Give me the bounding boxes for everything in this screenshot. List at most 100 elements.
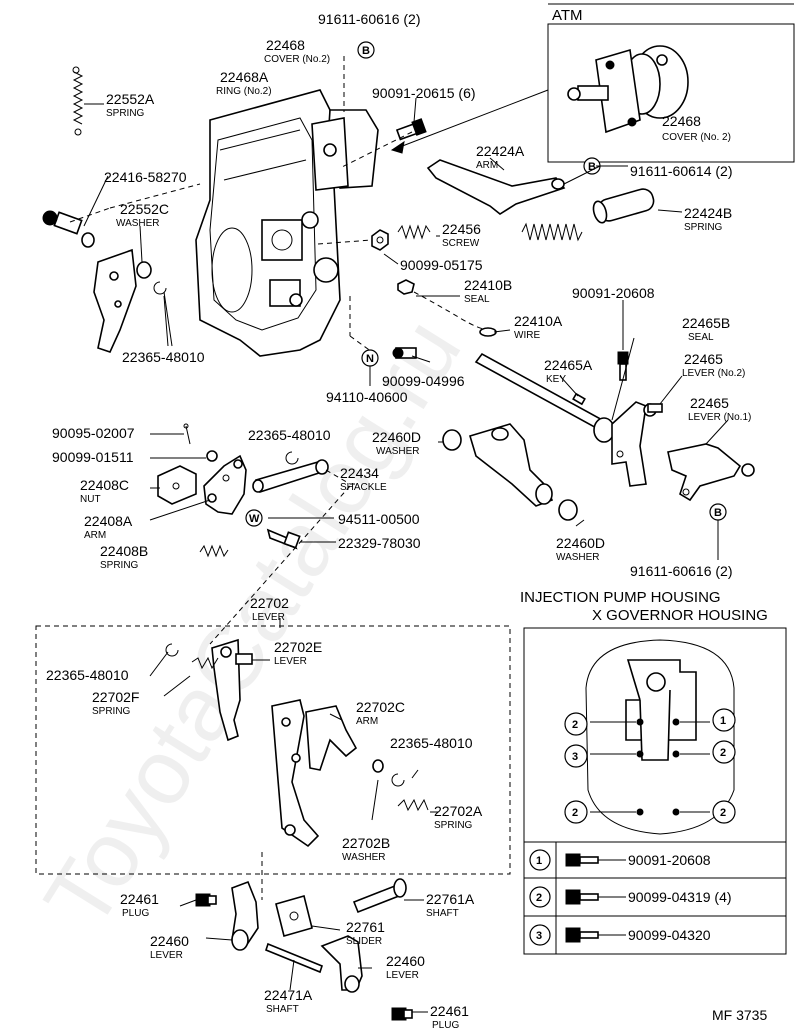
label-22761A: 22761A (426, 891, 475, 907)
screw-22456-drawing (371, 224, 431, 251)
bolt-22416-drawing (42, 210, 95, 248)
label-90091-20615: 90091-20615 (6) (372, 85, 476, 101)
housing-callout-1: 1 (712, 708, 736, 732)
label-22761A-name: SHAFT (426, 908, 459, 919)
housing-title-line1: INJECTION PUMP HOUSING (520, 589, 721, 606)
svg-text:B: B (588, 161, 596, 173)
label-22365-48010-d: 22365-48010 (390, 735, 473, 751)
arm-22408A-drawing (203, 454, 247, 515)
atm-inset: ATM 22468 COVER (No. 2) (390, 3, 795, 163)
svg-text:N: N (366, 353, 374, 365)
label-22434: 22434 (340, 465, 379, 481)
label-22460-b-name: LEVER (386, 970, 419, 981)
label-22552A-name: SPRING (106, 108, 145, 119)
housing-diagram: 2 1 3 2 2 2 (523, 627, 787, 843)
label-22460D-a: 22460D (372, 429, 421, 445)
nut-22408C-drawing (157, 465, 197, 505)
housing-callout-2-lower-right: 2 (712, 800, 736, 824)
label-22456-name: SCREW (442, 238, 480, 249)
label-22424A: 22424A (476, 143, 525, 159)
label-22460D-b-name: WASHER (556, 552, 600, 563)
shaft-22471A-drawing (265, 942, 323, 974)
label-22461-b: 22461 (430, 1003, 469, 1019)
slider-22761-drawing (275, 895, 313, 937)
svg-text:W: W (249, 513, 260, 525)
lever-22460-b-drawing (320, 935, 363, 993)
label-22468A-name: RING (No.2) (216, 86, 272, 97)
lever-fitting-drawing (469, 423, 554, 507)
label-22460D-a-name: WASHER (376, 446, 420, 457)
label-22465A: 22465A (544, 357, 593, 373)
label-22460-a-name: LEVER (150, 950, 183, 961)
label-22410A: 22410A (514, 313, 563, 329)
clip-22365-b-drawing (285, 451, 299, 465)
clip-22365-c-drawing (165, 643, 179, 657)
atm-actuator-drawing (567, 45, 689, 134)
spring-22408B-drawing (199, 544, 229, 558)
label-22408C: 22408C (80, 477, 129, 493)
label-22465B-name: SEAL (688, 332, 714, 343)
lever-22465-no2-drawing (611, 401, 663, 487)
svg-text:1: 1 (720, 715, 726, 727)
label-22365-48010-a: 22365-48010 (122, 349, 205, 365)
label-22460-a: 22460 (150, 933, 189, 949)
label-22465-no1-name: LEVER (No.1) (688, 412, 751, 423)
label-22702B: 22702B (342, 835, 390, 851)
label-22465-no2: 22465 (684, 351, 723, 367)
label-22702: 22702 (250, 595, 289, 611)
label-22702E-name: LEVER (274, 656, 307, 667)
pin-90095-drawing (183, 423, 191, 445)
label-90099-05175: 90099-05175 (400, 257, 483, 273)
plug-22461-a-drawing (195, 893, 217, 907)
housing-callout-2-lower-left: 2 (564, 800, 588, 824)
atm-part-name: COVER (No. 2) (662, 132, 731, 143)
label-22471A: 22471A (264, 987, 313, 1003)
table-row-part: 90099-04320 (628, 927, 711, 943)
label-22460-b: 22460 (386, 953, 425, 969)
plug-22461-b-drawing (391, 1007, 413, 1021)
marker-w: W (245, 509, 263, 527)
cover-no2-drawing (311, 109, 379, 191)
label-94511-00500: 94511-00500 (338, 511, 420, 527)
label-22410B: 22410B (464, 277, 512, 293)
svg-text:B: B (362, 45, 370, 57)
label-94110-40600: 94110-40600 (326, 389, 408, 405)
label-22329-78030: 22329-78030 (338, 535, 421, 551)
label-22702B-name: WASHER (342, 852, 386, 863)
label-22702C: 22702C (356, 699, 405, 715)
table-row-number: 1 (536, 855, 542, 867)
label-22761-name: SLIDER (346, 936, 382, 947)
label-22410B-name: SEAL (464, 294, 490, 305)
washer-22552C-drawing (136, 261, 152, 279)
svg-text:2: 2 (572, 807, 578, 819)
label-22408C-name: NUT (80, 494, 101, 505)
label-22468A: 22468A (220, 69, 269, 85)
label-22552A: 22552A (106, 91, 155, 107)
label-22424B: 22424B (684, 205, 732, 221)
table-row-part: 90091-20608 (628, 852, 711, 868)
table-row-number: 3 (536, 930, 542, 942)
label-90091-20608: 90091-20608 (572, 285, 655, 301)
label-22552C: 22552C (120, 201, 169, 217)
label-22465B: 22465B (682, 315, 730, 331)
svg-text:2: 2 (572, 719, 578, 731)
housing-fastener-table: 1 90091-20608 2 90099-04319 (4) 3 90099-… (523, 841, 787, 955)
label-22468: 22468 (266, 37, 305, 53)
table-row: 2 90099-04319 (4) (529, 886, 732, 908)
svg-text:B: B (714, 507, 722, 519)
svg-text:3: 3 (572, 751, 578, 763)
label-90099-04996: 90099-04996 (382, 373, 465, 389)
housing-callout-2-right: 2 (712, 740, 736, 764)
governor-housing-drawing (195, 89, 341, 357)
marker-b-lever: B (709, 503, 727, 521)
label-22702F-name: SPRING (92, 706, 131, 717)
label-22365-48010-b: 22365-48010 (248, 427, 331, 443)
table-row-number: 2 (536, 892, 542, 904)
label-90095-02007: 90095-02007 (52, 425, 135, 441)
label-22410A-name: WIRE (514, 330, 540, 341)
label-22424B-name: SPRING (684, 222, 723, 233)
leader-lines (83, 97, 729, 1013)
atm-title: ATM (552, 7, 583, 24)
label-22461-a: 22461 (120, 891, 159, 907)
